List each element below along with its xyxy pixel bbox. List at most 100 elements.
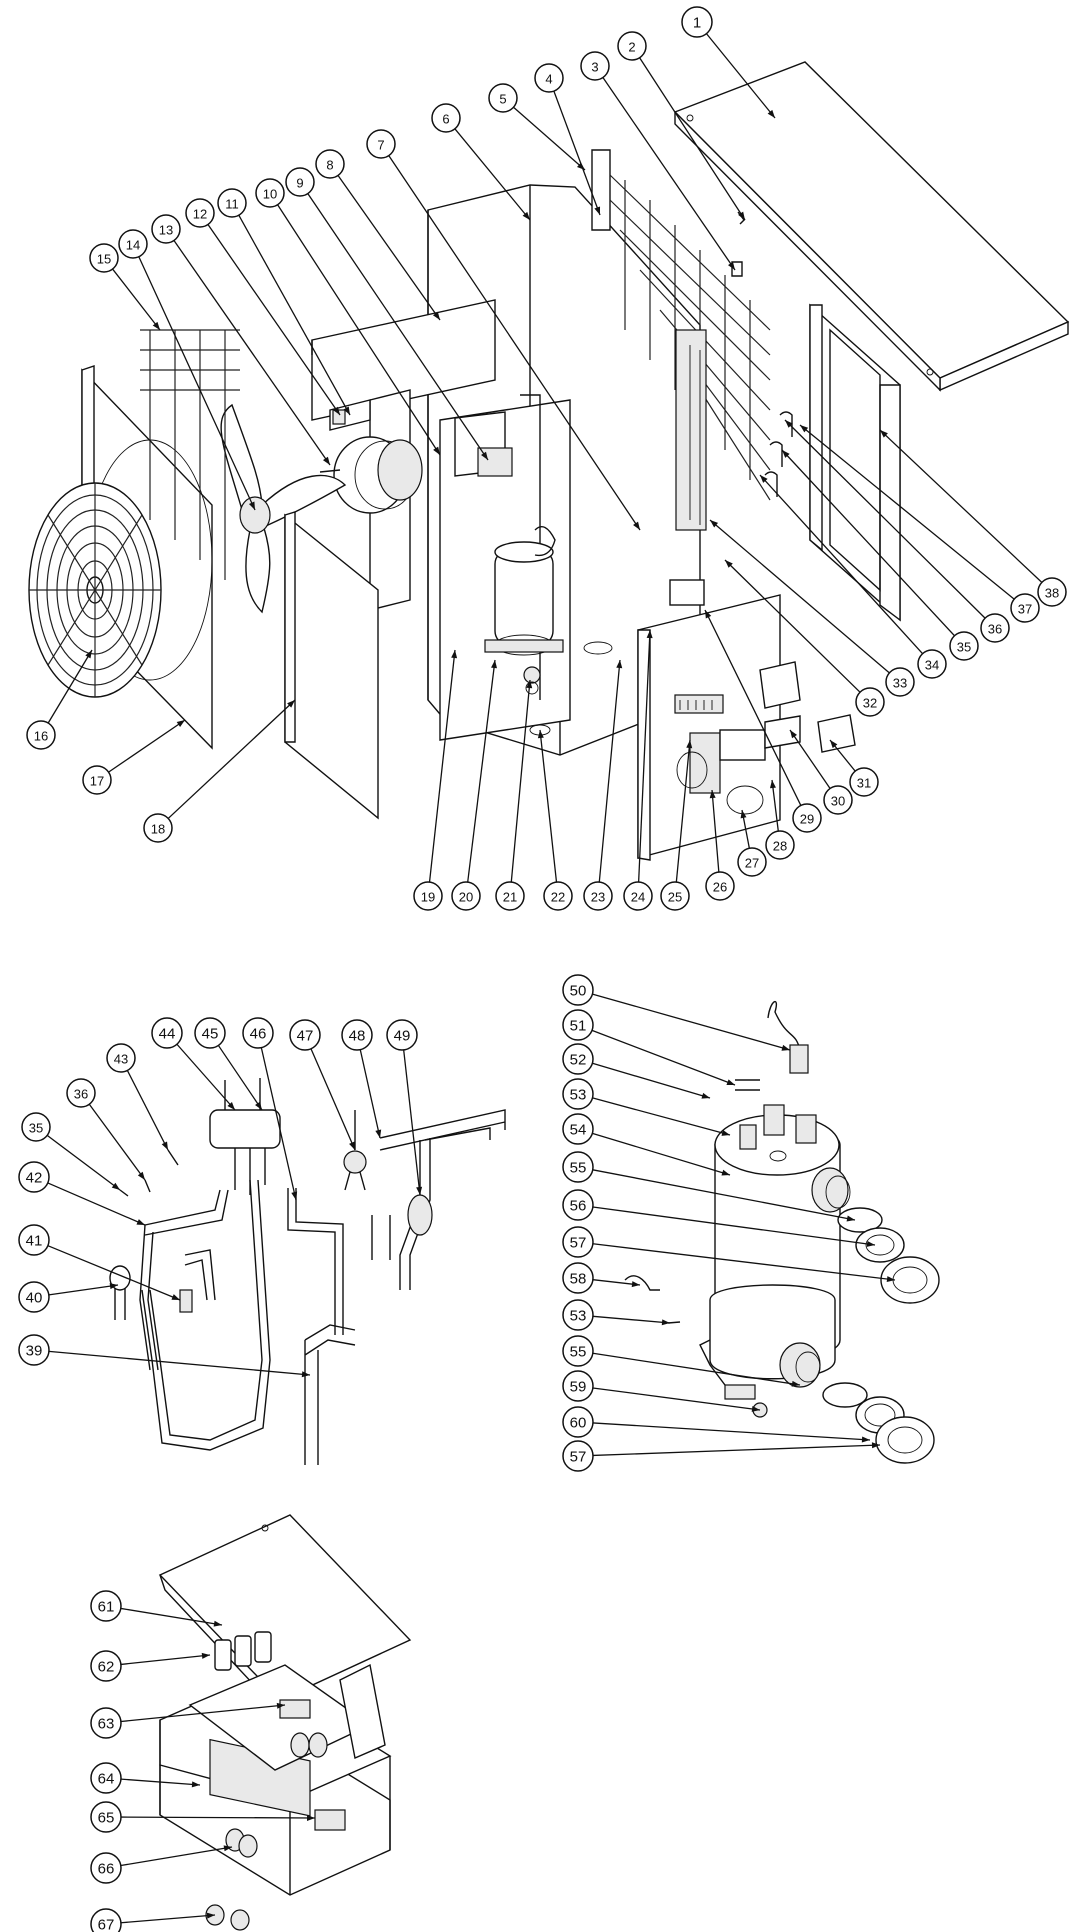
- leader-arrow-42: [136, 1219, 145, 1225]
- callout-3: 3: [580, 51, 610, 81]
- leader-arrow-58: [631, 1281, 640, 1288]
- callout-57: 57: [562, 1226, 594, 1258]
- leader-line-22: [539, 729, 558, 883]
- callout-53: 53: [562, 1299, 594, 1331]
- fan-blade: [220, 403, 347, 614]
- callout-label: 49: [394, 1028, 411, 1045]
- leader-arrow-2: [738, 211, 745, 220]
- leader-line-33: [709, 519, 890, 674]
- leader-line-65: [120, 1816, 316, 1819]
- leader-line-52: [592, 1062, 711, 1099]
- leader-line-46: [260, 1047, 297, 1201]
- callout-23: 23: [583, 881, 613, 911]
- callout-label: 60: [570, 1415, 587, 1432]
- leader-arrow-21: [526, 680, 533, 689]
- leader-arrow-8: [432, 311, 440, 320]
- leader-arrow-16: [85, 650, 92, 659]
- callout-47: 47: [289, 1019, 321, 1051]
- callout-44: 44: [151, 1017, 183, 1049]
- callout-40: 40: [18, 1281, 50, 1313]
- callout-63: 63: [90, 1707, 122, 1739]
- callout-label: 33: [893, 676, 907, 691]
- callout-25: 25: [660, 881, 690, 911]
- callout-32: 32: [855, 687, 885, 717]
- callout-label: 67: [98, 1917, 115, 1932]
- callout-4: 4: [534, 63, 564, 93]
- callout-31: 31: [849, 767, 879, 797]
- leader-line-50: [592, 993, 791, 1051]
- callout-label: 3: [591, 60, 598, 75]
- callout-42: 42: [18, 1161, 50, 1193]
- callout-label: 42: [26, 1170, 43, 1187]
- leader-arrow-30: [790, 730, 797, 739]
- callout-26: 26: [705, 871, 735, 901]
- leader-line-63: [120, 1704, 286, 1723]
- callout-61: 61: [90, 1590, 122, 1622]
- sensor-40: [109, 1265, 131, 1291]
- callout-34: 34: [917, 649, 947, 679]
- leader-arrow-1: [767, 109, 775, 118]
- callout-label: 31: [857, 776, 871, 791]
- leader-line-40: [48, 1284, 119, 1296]
- leader-arrow-35: [111, 1182, 120, 1190]
- callout-label: 54: [570, 1122, 587, 1139]
- callout-label: 55: [570, 1344, 587, 1361]
- callout-label: 15: [97, 252, 111, 267]
- callout-label: 41: [26, 1233, 43, 1250]
- callout-label: 56: [570, 1198, 587, 1215]
- heat-exchanger-assembly: [624, 1000, 940, 1464]
- callout-label: 26: [713, 880, 727, 895]
- control-panel: [637, 579, 856, 861]
- leader-line-54: [592, 1132, 731, 1176]
- callout-12: 12: [185, 198, 215, 228]
- callout-6: 6: [431, 103, 461, 133]
- leader-lines: [46, 33, 1043, 1924]
- leader-arrow-62: [201, 1652, 210, 1659]
- side-access-panel: [284, 511, 379, 820]
- callout-label: 48: [349, 1028, 366, 1045]
- callout-60: 60: [562, 1406, 594, 1438]
- leader-arrow-40: [109, 1283, 118, 1290]
- callout-label: 12: [193, 207, 207, 222]
- callout-36: 36: [980, 613, 1010, 643]
- callout-45: 45: [194, 1017, 226, 1049]
- check-valve: [179, 1289, 193, 1313]
- callout-label: 45: [202, 1026, 219, 1043]
- callout-label: 23: [591, 890, 605, 905]
- callout-41: 41: [18, 1224, 50, 1256]
- callout-35: 35: [21, 1112, 51, 1142]
- leader-arrow-18: [287, 700, 295, 708]
- callout-15: 15: [89, 243, 119, 273]
- leader-arrow-12: [332, 406, 340, 415]
- callout-59: 59: [562, 1370, 594, 1402]
- callout-66: 66: [90, 1852, 122, 1884]
- leader-line-10: [277, 204, 441, 456]
- callout-7: 7: [366, 129, 396, 159]
- leader-arrow-48: [375, 1129, 382, 1138]
- callout-16: 16: [26, 720, 56, 750]
- callout-label: 24: [631, 890, 645, 905]
- bracket-3: [731, 261, 743, 277]
- callout-53: 53: [562, 1078, 594, 1110]
- leader-line-35: [46, 1134, 121, 1191]
- leader-line-1: [705, 33, 776, 119]
- leader-line-8: [337, 175, 441, 321]
- leader-arrow-25: [686, 740, 693, 749]
- callout-label: 30: [831, 794, 845, 809]
- callout-46: 46: [242, 1017, 274, 1049]
- callout-49: 49: [386, 1019, 418, 1051]
- leader-line-18: [167, 699, 296, 819]
- leader-line-55: [592, 1169, 856, 1221]
- leader-arrow-4: [594, 206, 601, 215]
- callout-label: 66: [98, 1861, 115, 1878]
- callout-label: 29: [800, 812, 814, 827]
- callout-label: 57: [570, 1449, 587, 1466]
- callout-56: 56: [562, 1189, 594, 1221]
- callout-label: 35: [957, 640, 971, 655]
- leader-line-41: [47, 1245, 181, 1301]
- four-way-valve: [209, 1109, 281, 1149]
- leader-arrow-17: [176, 720, 185, 727]
- leader-arrow-59: [751, 1405, 760, 1412]
- callout-30: 30: [823, 785, 853, 815]
- leader-arrow-56: [866, 1240, 875, 1247]
